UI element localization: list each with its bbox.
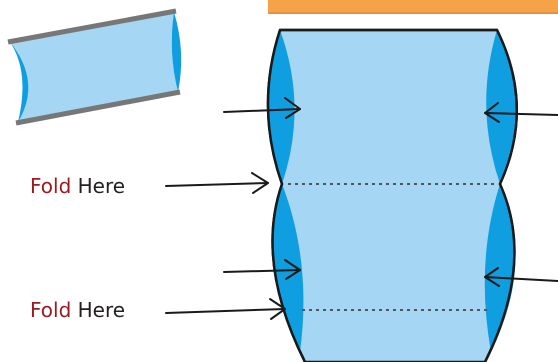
fold-word: Fold [30,298,72,322]
arrow-to-fold-line-lower [165,298,286,320]
panel-body [266,28,519,362]
orange-header-strip [268,0,558,14]
arrow-to-left-lower-flap [223,259,301,280]
flap-right-lower [484,184,516,352]
arrow-to-right-lower-flap [484,267,558,287]
folded-pouch-preview [7,8,182,126]
flap-left-lower [271,184,304,352]
here-word: Here [77,174,126,198]
arrow-to-fold-line-upper [165,172,269,194]
here-word: Here [77,298,126,322]
arrow-to-right-upper-flap [484,102,558,123]
flap-right-upper [486,30,517,184]
arrow-to-left-upper-flap [223,97,301,119]
fold-here-label-lower: Fold Here [30,298,125,322]
fold-panel [266,28,519,362]
fold-here-label-upper: Fold Here [30,174,125,198]
flap-arrows [165,97,558,320]
fold-word: Fold [30,174,72,198]
flap-left-upper [267,30,295,184]
